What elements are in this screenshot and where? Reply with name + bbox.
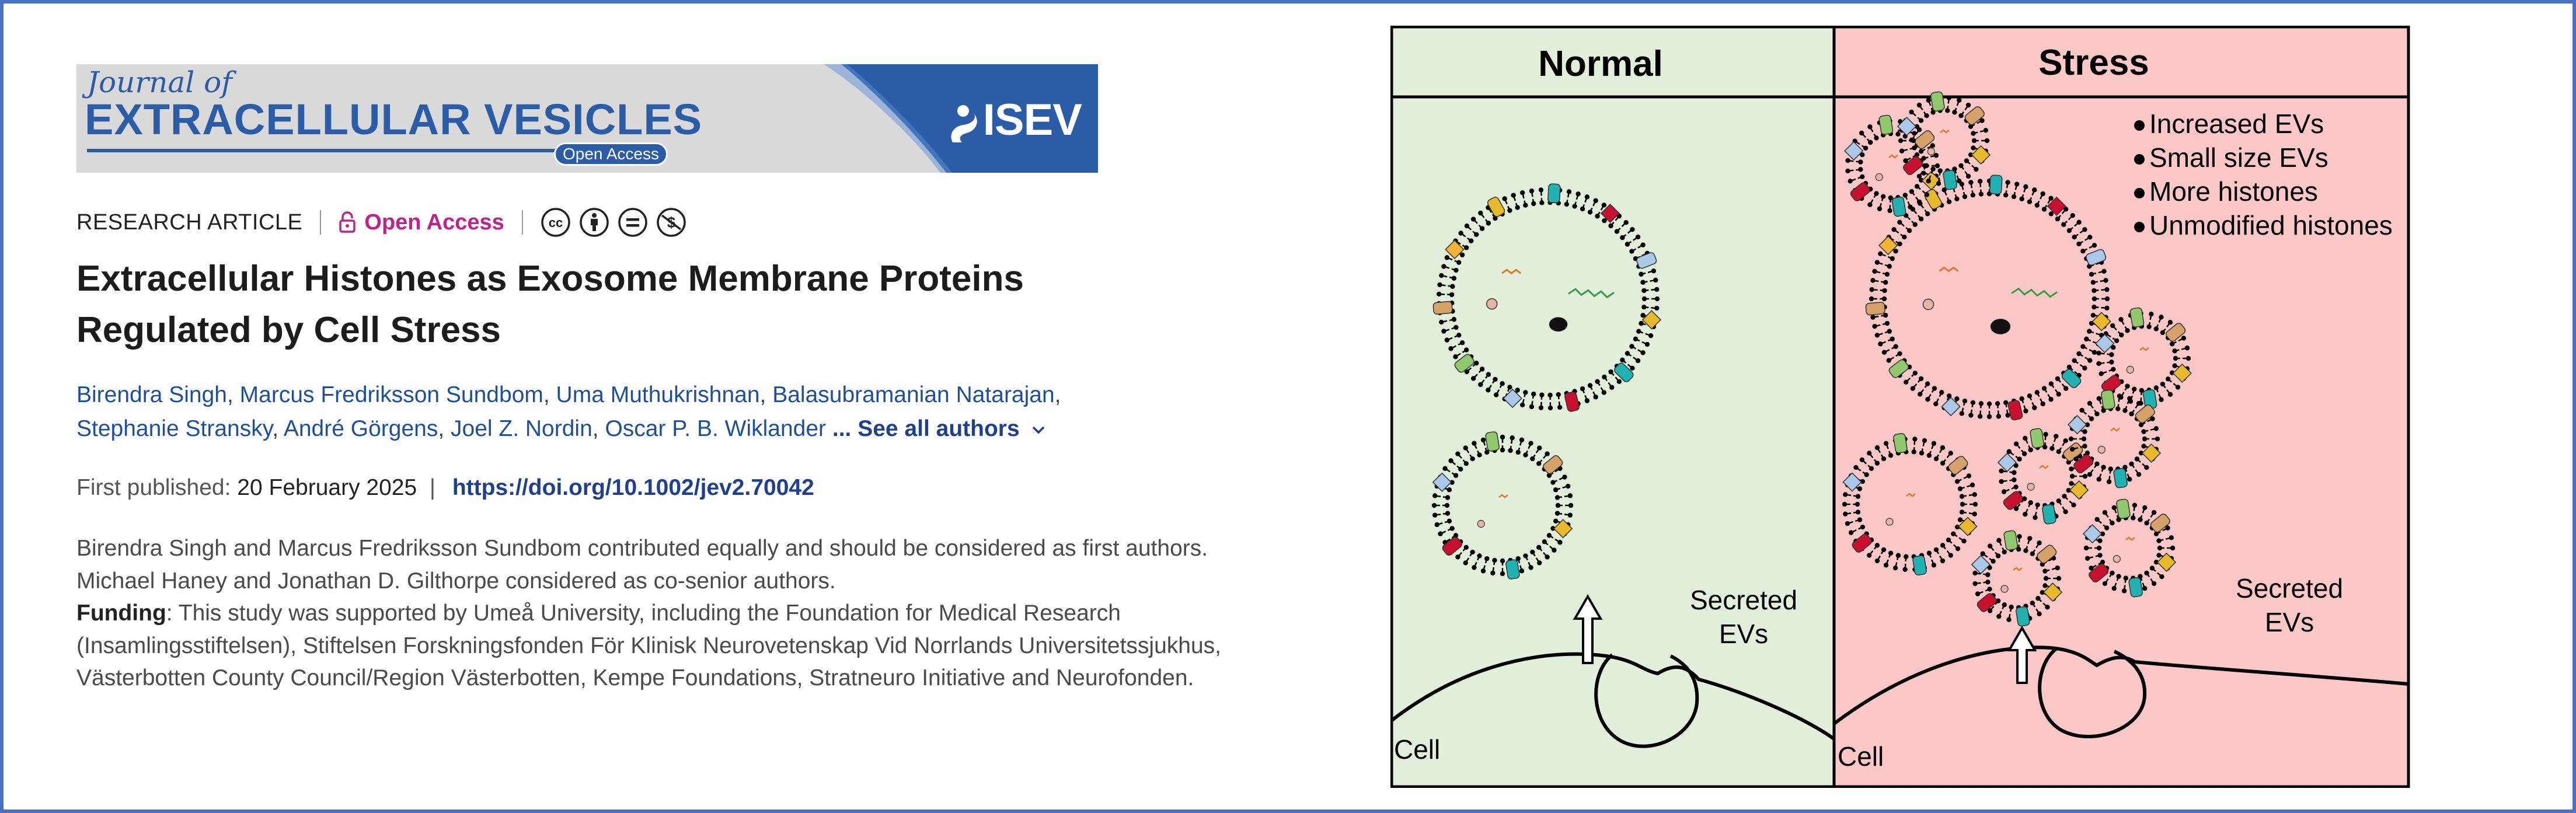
normal-budding-vesicle: [1594, 653, 1699, 748]
isev-logo: ISEV: [947, 95, 1082, 145]
open-access-badge: Open Access: [554, 142, 668, 166]
normal-heading: Normal: [1538, 44, 1663, 84]
open-lock-icon: [339, 211, 356, 233]
co-senior-note: Michael Haney and Jonathan D. Gilthorpe …: [76, 568, 836, 594]
normal-secretion-arrow: [1573, 594, 1603, 664]
author-link[interactable]: André Görgens: [283, 416, 438, 441]
author-link[interactable]: Birendra Singh: [76, 382, 227, 407]
stress-secretion-arrow: [2007, 626, 2037, 684]
isev-mark-icon: [951, 104, 977, 142]
stress-secreted-label: EVs: [2265, 607, 2314, 637]
extracellular-vesicle: [2082, 498, 2177, 598]
funding-text: : This study was supported by Umeå Unive…: [76, 601, 1221, 690]
extracellular-vesicle: [2067, 389, 2162, 489]
author-link[interactable]: Balasubramanian Natarajan: [772, 382, 1055, 407]
extracellular-vesicle: [1844, 114, 1941, 217]
publication-info: First published: 20 February 2025 | http…: [76, 475, 814, 501]
vesicle-layer: [1431, 91, 2192, 627]
author-list: Birendra Singh, Marcus Fredriksson Sundb…: [76, 382, 1061, 441]
extracellular-vesicle: [1897, 91, 1991, 190]
no-derivatives-icon[interactable]: [618, 207, 648, 238]
normal-secreted-label: EVs: [1719, 619, 1768, 649]
divider: [320, 210, 322, 235]
first-published-label: First published:: [76, 475, 231, 500]
chevron-down-icon: [1032, 426, 1044, 434]
see-all-authors-label: ... See all authors: [832, 416, 1020, 441]
extracellular-vesicle: [1432, 183, 1662, 412]
first-published-date: 20 February 2025: [237, 475, 417, 500]
finding-item: Unmodified histones: [2149, 210, 2393, 240]
extracellular-vesicle: [1431, 431, 1574, 580]
stress-secreted-label: Secreted: [2236, 573, 2343, 603]
extracellular-vesicle: [1971, 530, 2063, 627]
normal-cell-membrane: [1390, 652, 1835, 741]
author-link[interactable]: Oscar P. B. Wiklander: [605, 416, 827, 441]
stress-cell-membrane: [1833, 645, 2409, 725]
extracellular-vesicle: [1842, 433, 1978, 575]
normal-panel: [1390, 26, 1834, 788]
finding-item: Increased EVs: [2149, 109, 2324, 139]
finding-item: More histones: [2149, 176, 2318, 207]
stress-findings-list: Increased EVs Small size EVs More histon…: [2134, 109, 2393, 240]
non-commercial-icon[interactable]: $: [656, 207, 686, 238]
stress-cell-label: Cell: [1838, 741, 1884, 772]
journal-banner[interactable]: Journal of EXTRACELLULAR VESICLES Open A…: [76, 64, 1098, 173]
divider: [521, 210, 523, 235]
stress-budding-vesicle: [2038, 647, 2147, 739]
svg-text:cc: cc: [549, 215, 563, 230]
journal-name: EXTRACELLULAR VESICLES: [85, 95, 703, 144]
article-type: RESEARCH ARTICLE: [76, 210, 303, 235]
equal-contribution-note: Birendra Singh and Marcus Fredriksson Su…: [76, 536, 1208, 561]
author-link[interactable]: Joel Z. Nordin: [451, 416, 592, 441]
graphical-abstract[interactable]: Normal Stress Increased EVs Small size E…: [1390, 26, 2418, 788]
finding-item: Small size EVs: [2149, 142, 2328, 173]
author-link[interactable]: Stephanie Stransky: [76, 416, 273, 441]
funding-note: Funding: This study was supported by Ume…: [76, 597, 1250, 695]
funding-label: Funding: [76, 601, 166, 626]
isev-logo-text: ISEV: [982, 95, 1082, 145]
banner-rule: [87, 149, 566, 152]
attribution-icon[interactable]: [579, 207, 609, 238]
open-access-label[interactable]: Open Access: [364, 210, 504, 235]
normal-cell-label: Cell: [1394, 734, 1440, 765]
author-link[interactable]: Uma Muthukrishnan: [556, 382, 760, 407]
author-notes: Birendra Singh and Marcus Fredriksson Su…: [76, 532, 1250, 695]
article-meta-row: RESEARCH ARTICLE Open Access cc: [76, 205, 686, 240]
author-link[interactable]: Marcus Fredriksson Sundbom: [239, 382, 543, 407]
banner-wave-graphic: [824, 64, 1098, 173]
doi-link[interactable]: https://doi.org/10.1002/jev2.70042: [452, 475, 814, 500]
figure-border: [1390, 26, 2410, 788]
normal-secreted-label: Secreted: [1690, 585, 1797, 615]
divider: |: [423, 475, 435, 500]
stress-heading: Stress: [2038, 43, 2149, 83]
see-all-authors-link[interactable]: ... See all authors: [832, 416, 1047, 441]
article-title: Extracellular Histones as Exosome Membra…: [76, 259, 1024, 350]
journal-prefix: Journal of: [87, 65, 232, 99]
license-icons[interactable]: cc $: [541, 207, 686, 238]
cc-icon[interactable]: cc: [541, 207, 571, 238]
